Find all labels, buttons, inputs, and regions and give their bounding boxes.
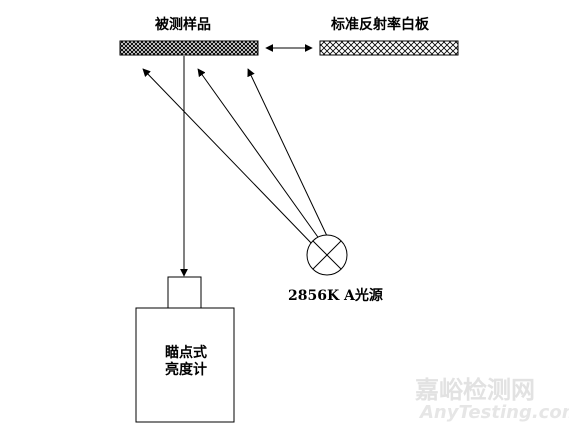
white-board-label: 标准反射率白板 [331,17,429,33]
white-board-plate [319,40,459,56]
luminance-meter [135,276,235,423]
sample-label: 被测样品 [155,17,211,33]
meter-label-line1: 瞄点式 [165,345,207,361]
light-ray-3 [247,68,328,237]
light-source-label: 2856K A光源 [288,288,383,304]
meter-label-line2: 亮度计 [165,362,207,378]
watermark-cn: 嘉峪检测网 [415,376,535,404]
watermark-en: AnyTesting.com [420,402,569,423]
light-ray-1 [142,68,315,247]
meter-body [135,307,235,423]
light-source-icon [306,234,348,276]
light-ray-2 [197,68,321,241]
sample-plate [119,40,259,56]
meter-lens [167,276,202,309]
